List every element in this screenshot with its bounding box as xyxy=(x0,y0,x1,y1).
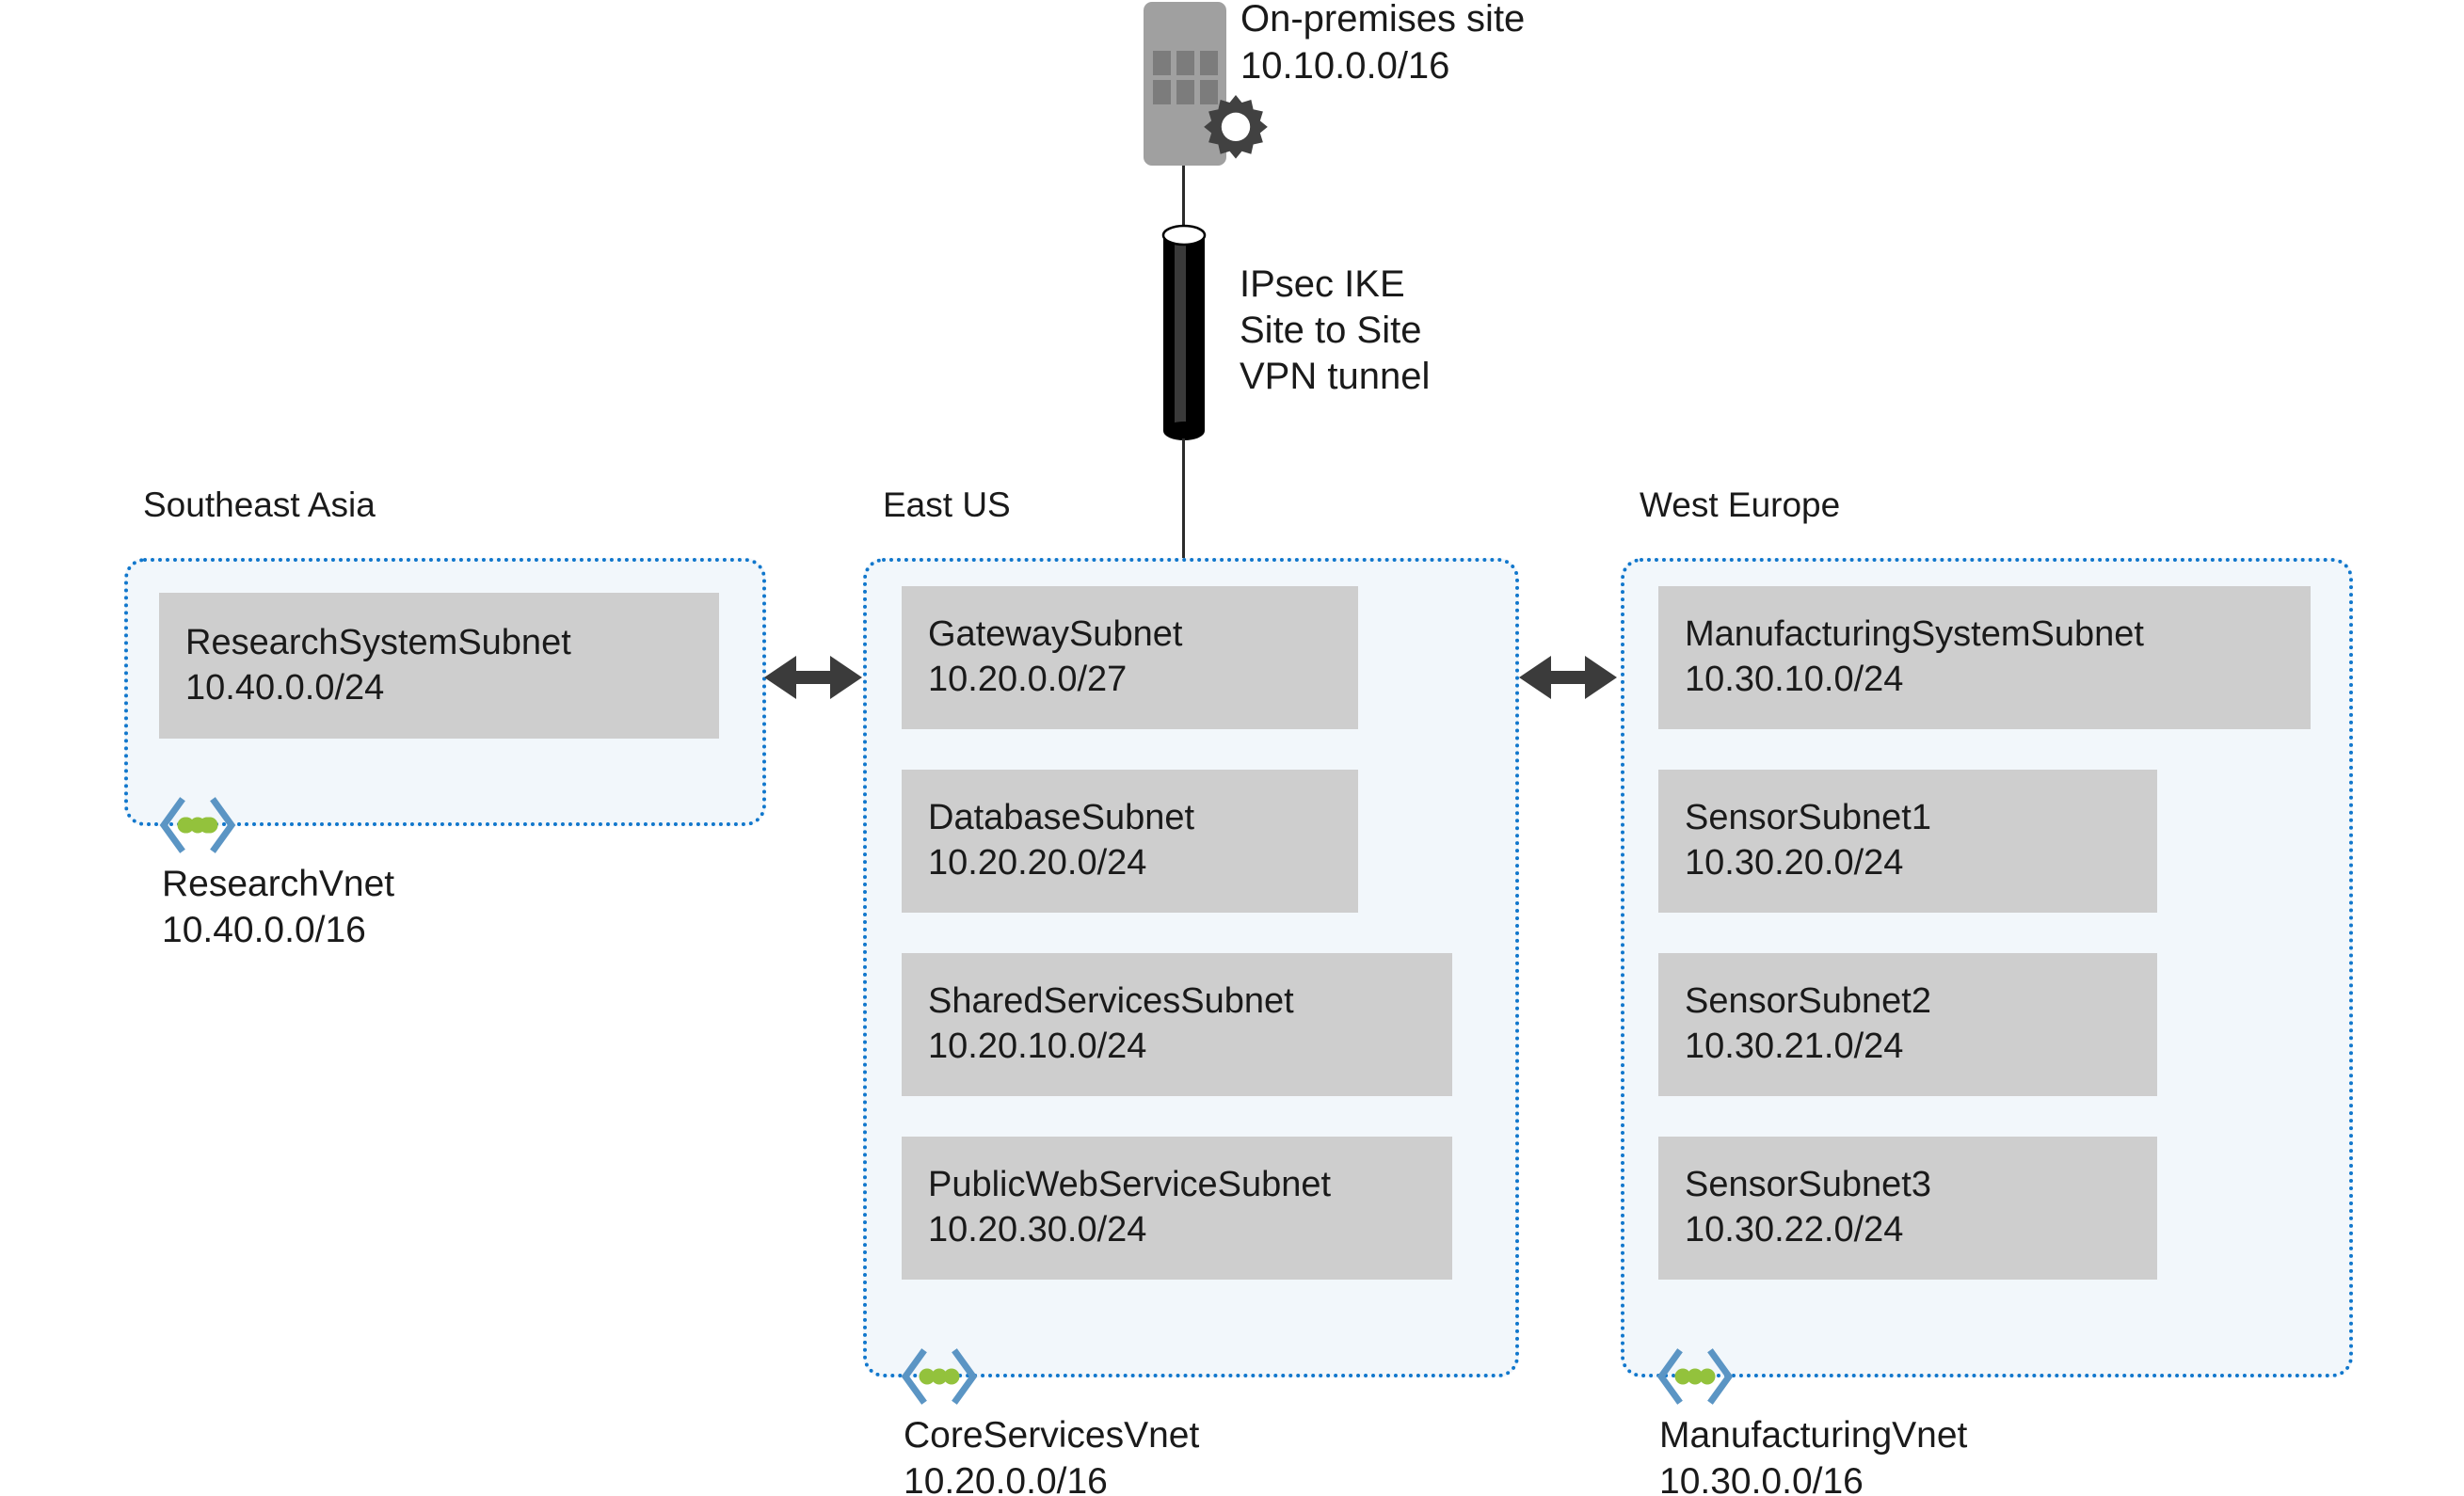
subnet-cidr: 10.30.22.0/24 xyxy=(1685,1210,1904,1249)
building-window xyxy=(1153,51,1171,75)
vpn-line-upper xyxy=(1182,166,1185,228)
subnet-cidr: 10.20.20.0/24 xyxy=(928,843,1147,883)
vnet-name: CoreServicesVnet xyxy=(904,1415,1200,1456)
subnet-cidr: 10.20.30.0/24 xyxy=(928,1210,1147,1249)
vnet-caption-coreservicesvnet: CoreServicesVnet 10.20.0.0/16 xyxy=(904,1412,1199,1496)
office-building-icon xyxy=(1144,2,1226,166)
vnet-caption-manufacturingvnet: ManufacturingVnet 10.30.0.0/16 xyxy=(1659,1412,1967,1496)
vpn-label-line-1: IPsec IKE xyxy=(1240,263,1405,305)
subnet-cidr: 10.40.0.0/24 xyxy=(185,667,385,708)
vnet-caption-researchvnet: ResearchVnet 10.40.0.0/16 xyxy=(162,861,394,953)
building-window xyxy=(1200,80,1218,104)
region-label-east-us: East US xyxy=(883,485,1011,524)
vnet-name: ResearchVnet xyxy=(162,864,395,904)
subnet-cidr: 10.20.0.0/27 xyxy=(928,660,1128,699)
vpn-tunnel-cylinder-icon[interactable] xyxy=(1161,224,1207,442)
subnet-gatewaysubnet[interactable]: GatewaySubnet 10.20.0.0/27 xyxy=(902,586,1358,729)
gear-icon xyxy=(1200,92,1272,164)
subnet-sensorsubnet2[interactable]: SensorSubnet2 10.30.21.0/24 xyxy=(1658,953,2157,1096)
vnet-icon-researchvnet[interactable] xyxy=(157,796,238,854)
subnet-researchsystemsubnet[interactable]: ResearchSystemSubnet 10.40.0.0/24 xyxy=(159,593,719,739)
building-window xyxy=(1200,51,1218,75)
subnet-sharedservicessubnet[interactable]: SharedServicesSubnet 10.20.10.0/24 xyxy=(902,953,1452,1096)
vnet-cidr: 10.30.0.0/16 xyxy=(1659,1461,1864,1496)
peering-arrow-coreservicesvnet-manufacturingvnet[interactable] xyxy=(1519,648,1617,707)
subnet-name: PublicWebServiceSubnet xyxy=(928,1165,1332,1205)
subnet-name: SensorSubnet2 xyxy=(1685,981,1931,1022)
building-windows-grid xyxy=(1153,51,1218,104)
vpn-tunnel-label: IPsec IKE Site to Site VPN tunnel xyxy=(1240,262,1430,399)
onpremises-label-block: On-premises site 10.10.0.0/16 xyxy=(1240,0,1525,89)
subnet-cidr: 10.30.21.0/24 xyxy=(1685,1027,1904,1066)
subnet-cidr: 10.30.20.0/24 xyxy=(1685,843,1904,883)
vnet-cidr: 10.40.0.0/16 xyxy=(162,910,366,951)
vnet-icon-manufacturingvnet[interactable] xyxy=(1655,1347,1736,1406)
subnet-sensorsubnet1[interactable]: SensorSubnet1 10.30.20.0/24 xyxy=(1658,770,2157,913)
vpn-label-line-3: VPN tunnel xyxy=(1240,355,1431,397)
building-window xyxy=(1176,51,1194,75)
subnet-cidr: 10.20.10.0/24 xyxy=(928,1027,1147,1066)
subnet-name: SensorSubnet3 xyxy=(1685,1165,1931,1205)
peering-arrow-researchvnet-coreservicesvnet[interactable] xyxy=(764,648,862,707)
subnet-sensorsubnet3[interactable]: SensorSubnet3 10.30.22.0/24 xyxy=(1658,1137,2157,1280)
vnet-cidr: 10.20.0.0/16 xyxy=(904,1461,1108,1496)
subnet-manufacturingsystemsubnet[interactable]: ManufacturingSystemSubnet 10.30.10.0/24 xyxy=(1658,586,2311,729)
vnet-icon-coreservicesvnet[interactable] xyxy=(899,1347,980,1406)
subnet-name: ManufacturingSystemSubnet xyxy=(1685,614,2144,655)
subnet-name: ResearchSystemSubnet xyxy=(185,622,571,662)
region-label-southeast-asia: Southeast Asia xyxy=(143,485,376,524)
onpremises-cidr: 10.10.0.0/16 xyxy=(1240,44,1450,87)
vnet-name: ManufacturingVnet xyxy=(1659,1415,1968,1456)
building-window xyxy=(1176,80,1194,104)
region-label-west-europe: West Europe xyxy=(1640,485,1841,524)
onpremises-name: On-premises site xyxy=(1240,0,1526,40)
subnet-name: GatewaySubnet xyxy=(928,614,1183,655)
subnet-publicwebservicesubnet[interactable]: PublicWebServiceSubnet 10.20.30.0/24 xyxy=(902,1137,1452,1280)
subnet-name: SharedServicesSubnet xyxy=(928,981,1294,1022)
building-window xyxy=(1153,80,1171,104)
subnet-name: DatabaseSubnet xyxy=(928,798,1195,838)
vpn-line-lower xyxy=(1182,438,1185,561)
subnet-name: SensorSubnet1 xyxy=(1685,798,1931,838)
vpn-label-line-2: Site to Site xyxy=(1240,309,1422,351)
subnet-databasesubnet[interactable]: DatabaseSubnet 10.20.20.0/24 xyxy=(902,770,1358,913)
subnet-cidr: 10.30.10.0/24 xyxy=(1685,660,1904,699)
